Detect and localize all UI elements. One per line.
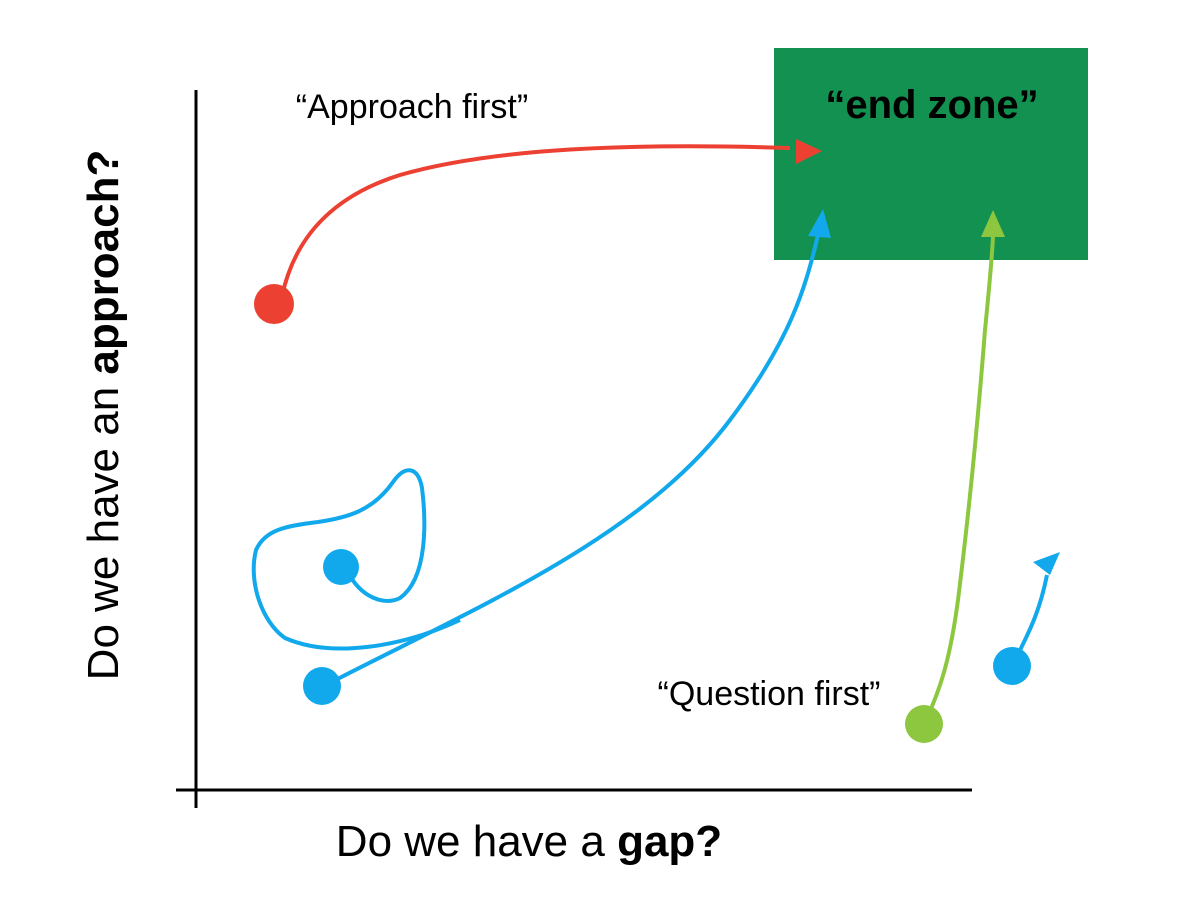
x-axis-label-bold: gap? xyxy=(617,817,722,866)
x-axis-label: Do we have a gap? xyxy=(336,817,722,866)
approach-first-start-dot xyxy=(254,284,294,324)
loop-start-dot xyxy=(323,549,359,585)
short-start-dot xyxy=(993,647,1031,685)
end-zone-label: “end zone” xyxy=(825,83,1038,127)
approach-first-arrowhead xyxy=(796,139,822,164)
short-start-arrowhead xyxy=(1033,552,1060,575)
gradual-path xyxy=(321,234,820,689)
question-first-start-dot xyxy=(905,705,943,743)
gradual-arrowhead xyxy=(808,209,831,238)
gradual-start-dot xyxy=(303,667,341,705)
question-first-label: “Question first” xyxy=(658,675,881,713)
question-first-arrowhead xyxy=(981,210,1005,237)
y-axis-label-prefix: Do we have an xyxy=(79,375,128,681)
x-axis-label-prefix: Do we have a xyxy=(336,817,617,866)
y-axis-label-bold: approach? xyxy=(79,150,128,375)
y-axis-label: Do we have an approach? xyxy=(79,150,128,681)
approach-first-path xyxy=(280,144,791,297)
approach-first-label: “Approach first” xyxy=(296,88,528,126)
question-first-path xyxy=(924,235,995,721)
loop-path xyxy=(251,468,461,651)
